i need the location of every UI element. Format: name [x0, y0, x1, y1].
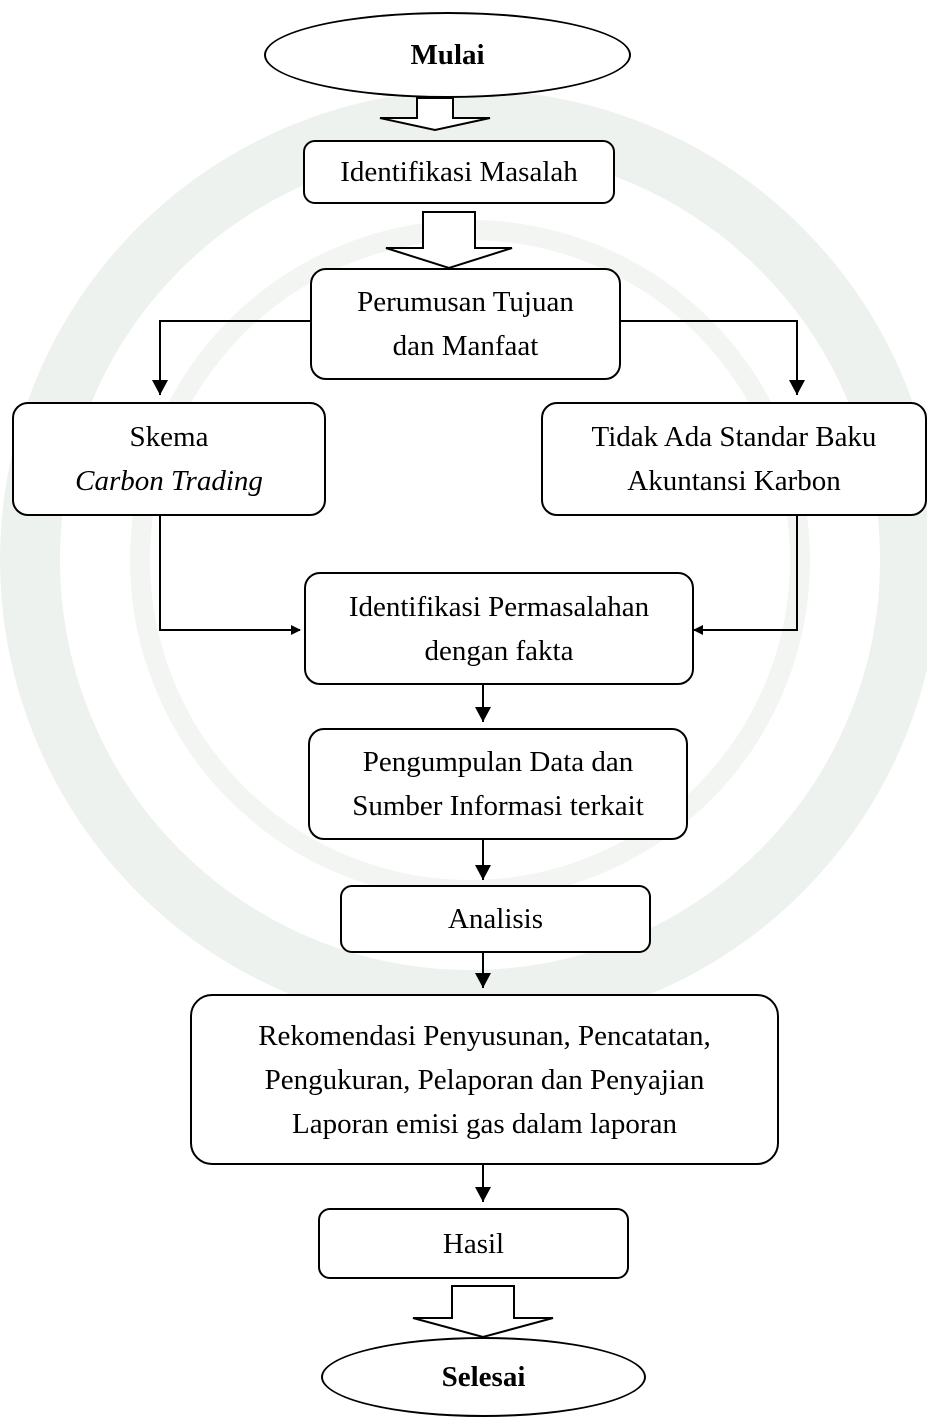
- step-label-line1: Tidak Ada Standar Baku: [591, 421, 877, 453]
- step-tidak-ada-standar: Tidak Ada Standar Baku Akuntansi Karbon: [541, 402, 927, 516]
- step-label-line2: dan Manfaat: [392, 330, 539, 362]
- arrow-standar-permasalahan: [693, 516, 798, 635]
- end-terminal: Selesai: [321, 1337, 646, 1417]
- step-hasil: Hasil: [318, 1208, 629, 1279]
- step-label-line1: Identifikasi Permasalahan: [348, 590, 650, 623]
- step-label-line2: dengan fakta: [424, 634, 574, 667]
- arrow-perumusan-skema: [152, 320, 310, 395]
- step-label-line1: Pengumpulan Data dan: [362, 746, 634, 778]
- block-arrow-1: [379, 97, 491, 132]
- step-label: Identifikasi Masalah: [340, 156, 578, 188]
- start-terminal: Mulai: [264, 12, 631, 98]
- step-label-line1: Perumusan Tujuan: [357, 286, 574, 318]
- step-label-line1: Rekomendasi Penyusunan, Pencatatan,: [258, 1019, 711, 1052]
- step-label-line2: Pengukuran, Pelaporan dan Penyajian: [264, 1063, 705, 1096]
- step-rekomendasi: Rekomendasi Penyusunan, Pencatatan, Peng…: [190, 994, 779, 1165]
- step-skema: Skema Carbon Trading: [12, 402, 326, 516]
- step-label-line2: Carbon Trading: [75, 465, 263, 497]
- step-label: Analisis: [447, 903, 544, 935]
- step-label-line2: Sumber Informasi terkait: [352, 790, 644, 822]
- end-label: Selesai: [441, 1361, 526, 1393]
- step-perumusan: Perumusan Tujuan dan Manfaat: [310, 268, 621, 380]
- block-arrow-3: [412, 1285, 554, 1339]
- step-label: Hasil: [442, 1227, 505, 1260]
- step-identifikasi-masalah: Identifikasi Masalah: [303, 140, 615, 204]
- step-analisis: Analisis: [340, 885, 651, 953]
- step-label-line2: Akuntansi Karbon: [627, 465, 841, 497]
- block-arrow-2: [385, 211, 513, 270]
- arrow-perumusan-standar: [621, 320, 805, 395]
- step-identifikasi-permasalahan: Identifikasi Permasalahan dengan fakta: [304, 572, 694, 685]
- step-label-line3: Laporan emisi gas dalam laporan: [292, 1107, 677, 1140]
- step-pengumpulan: Pengumpulan Data dan Sumber Informasi te…: [308, 728, 688, 840]
- arrow-skema-permasalahan: [159, 516, 301, 635]
- start-label: Mulai: [410, 39, 485, 71]
- step-label-line1: Skema: [129, 421, 209, 453]
